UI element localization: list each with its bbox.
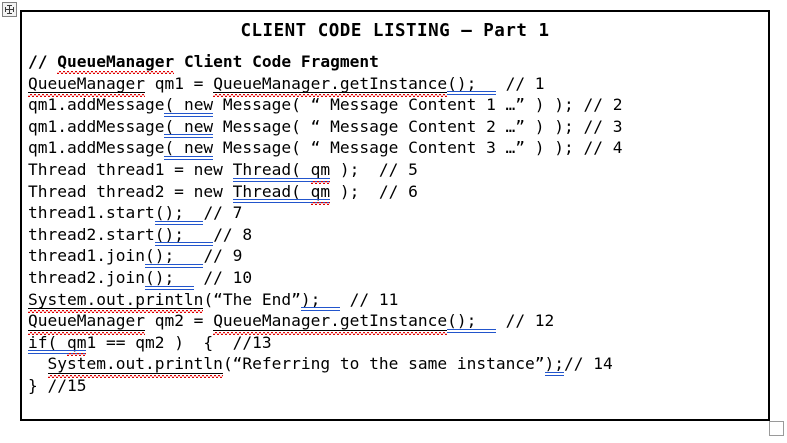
code-segment: ); // 6 — [330, 181, 418, 201]
move-arrow-right — [13, 7, 14, 12]
code-segment: Client Code Fragment — [174, 52, 379, 71]
code-segment: Thread( — [232, 159, 311, 182]
code-line: thread2.start(); // 8 — [28, 224, 768, 246]
code-segment: QueueManager — [28, 311, 145, 335]
code-segment: QueueManager.getInstance — [213, 73, 448, 97]
code-segment: qm — [66, 332, 87, 356]
code-segment: // 12 — [495, 311, 555, 331]
code-segment: if( — [28, 332, 67, 354]
code-line: Thread thread2 = new Thread( qm ); // 6 — [28, 181, 768, 205]
code-segment: thread2.start — [28, 224, 155, 244]
code-line: } //15 — [28, 375, 768, 397]
code-line: thread2.join(); // 10 — [28, 267, 768, 290]
code-segment: (); — [154, 224, 214, 246]
code-segment: (); — [447, 311, 496, 333]
code-segment: thread2.join — [28, 267, 145, 287]
code-segment: // 1 — [495, 73, 545, 93]
code-segment: ( new — [164, 138, 214, 160]
move-arrow-left — [5, 7, 6, 12]
code-segment: qm1.addMessage — [28, 95, 165, 115]
code-segment: (); — [447, 73, 496, 95]
code-segment: Message( “ Message Content 3 …” ) ); // … — [213, 138, 623, 158]
code-line: System.out.println(“The End”); // 11 — [28, 289, 768, 313]
code-segment: qm1.addMessage — [28, 138, 165, 158]
code-line: QueueManager qm2 = QueueManager.getInsta… — [28, 310, 768, 335]
code-segment: // 14 — [564, 354, 613, 374]
code-segment — [28, 354, 48, 373]
move-object-handle[interactable] — [2, 2, 17, 17]
code-segment: (); — [154, 203, 204, 225]
code-segment: ); — [544, 354, 565, 376]
code-segment: ); — [300, 289, 340, 311]
code-line: thread1.join(); // 9 — [28, 245, 768, 268]
move-cross-horizontal — [5, 9, 14, 10]
code-segment: } //15 — [28, 375, 87, 395]
code-segment: (“The End” — [203, 289, 301, 309]
code-segment: thread1.start — [28, 203, 155, 223]
page-title: CLIENT CODE LISTING – Part 1 — [240, 21, 550, 41]
code-segment: qm1 = — [144, 73, 214, 93]
code-segment: // 9 — [203, 246, 243, 266]
move-arrow-up — [7, 5, 12, 6]
code-line: QueueManager qm1 = QueueManager.getInsta… — [28, 73, 768, 97]
code-line: System.out.println(“Referring to the sam… — [28, 353, 768, 378]
code-segment: Thread thread2 = new — [28, 181, 233, 201]
code-segment: qm2 = — [144, 311, 214, 331]
code-segment: // 11 — [339, 289, 399, 309]
code-line: // QueueManager Client Code Fragment — [28, 51, 768, 73]
code-segment: qm — [310, 181, 331, 205]
code-segment: // 10 — [193, 267, 253, 287]
code-line: Thread thread1 = new Thread( qm ); // 5 — [28, 159, 768, 184]
code-segment: // 7 — [203, 203, 243, 223]
move-arrow-down — [7, 13, 12, 14]
code-segment: Message( “ Message Content 1 …” ) ); // … — [213, 95, 623, 115]
code-segment: ( new — [164, 95, 214, 117]
code-segment: qm — [310, 159, 331, 184]
code-segment: QueueManager — [57, 52, 175, 71]
code-segment: (); — [144, 267, 194, 290]
code-segment: (“Referring to the same instance” — [222, 354, 545, 374]
code-line: qm1.addMessage( new Message( “ Message C… — [28, 137, 768, 160]
code-listing-textbox[interactable]: CLIENT CODE LISTING – Part 1 // QueueMan… — [20, 10, 770, 421]
code-segment: System.out.println — [47, 354, 224, 378]
code-segment: (); — [144, 246, 204, 268]
code-segment: Thread( — [232, 181, 311, 203]
code-segment: 1 == qm2 ) { //13 — [86, 332, 272, 352]
code-line: qm1.addMessage( new Message( “ Message C… — [28, 116, 768, 138]
code-line: qm1.addMessage( new Message( “ Message C… — [28, 94, 768, 117]
code-segment: Thread thread1 = new — [28, 159, 233, 179]
code-segment: // 8 — [213, 224, 253, 244]
code-segment: ); // 5 — [330, 159, 418, 179]
revision-underline — [310, 199, 331, 204]
resize-object-handle[interactable] — [769, 421, 784, 436]
code-segment: System.out.println — [28, 289, 204, 313]
code-segment: qm1.addMessage — [28, 116, 165, 136]
code-segment: // — [28, 52, 58, 71]
code-line: thread1.start(); // 7 — [28, 202, 768, 225]
code-segment: ( new — [164, 116, 214, 138]
code-segment: QueueManager.getInstance — [213, 311, 448, 335]
code-segment: thread1.join — [28, 246, 145, 266]
code-segment: QueueManager — [28, 73, 145, 97]
code-segment: Message( “ Message Content 2 …” ) ); // … — [213, 116, 623, 136]
